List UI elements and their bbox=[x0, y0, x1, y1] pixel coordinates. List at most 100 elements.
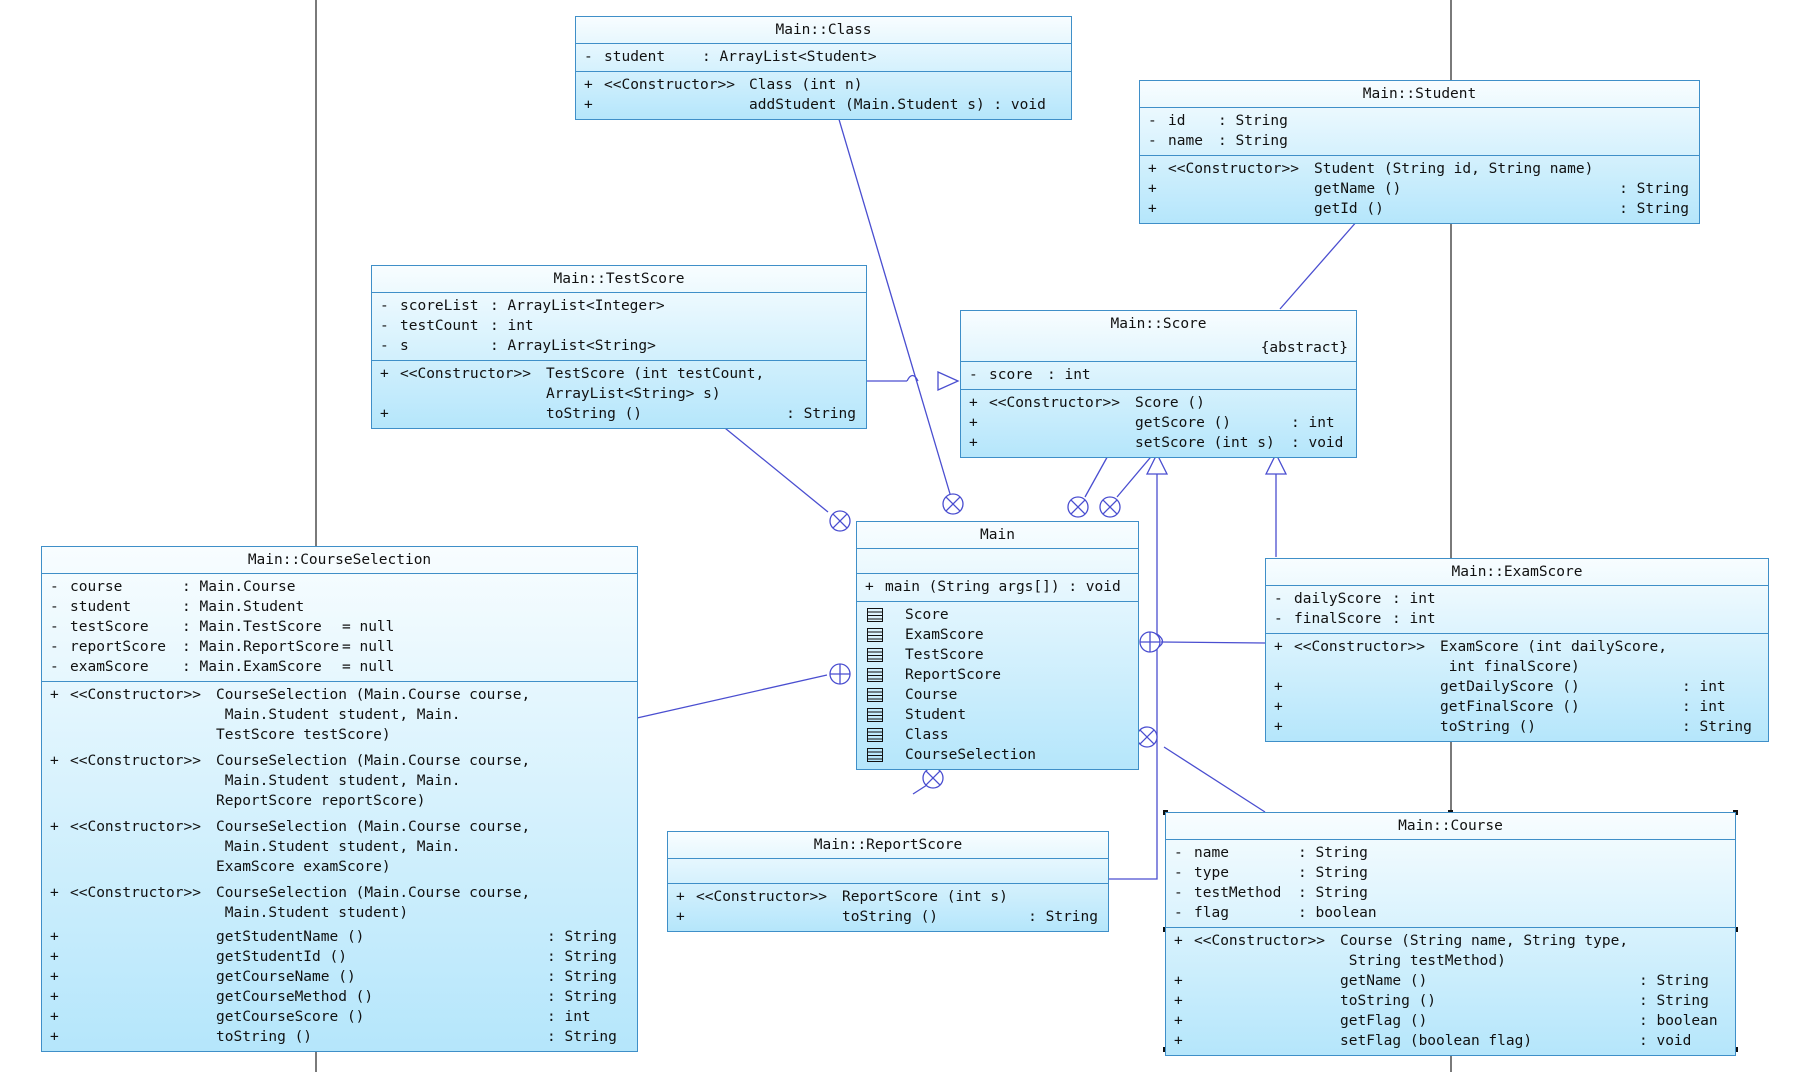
operation-row[interactable]: +<<Constructor>>Score () bbox=[969, 395, 1205, 411]
attribute-row[interactable]: -reportScore: Main.ReportScore= null bbox=[50, 639, 395, 655]
operation-row[interactable]: +setFlag (boolean flag): void bbox=[1174, 1033, 1692, 1049]
operation-row[interactable]: +getDailyScore (): int bbox=[1274, 679, 1726, 695]
nesting-marker-score-a bbox=[1067, 496, 1089, 518]
operation-row[interactable]: +getCourseScore (): int bbox=[50, 1009, 591, 1025]
nested-class-item[interactable]: ReportScore bbox=[857, 665, 1138, 685]
nested-class-item[interactable]: Student bbox=[857, 705, 1138, 725]
nesting-line-student-main[interactable] bbox=[1279, 219, 1359, 310]
operation-row[interactable]: +toString (): String bbox=[1174, 993, 1709, 1009]
nesting-line-courseselection-main[interactable] bbox=[636, 674, 828, 719]
operation-row[interactable]: +<<Constructor>>Course (String name, Str… bbox=[1174, 933, 1629, 969]
nesting-line-testscore-main[interactable] bbox=[719, 423, 829, 513]
attribute-row[interactable]: -student: ArrayList<Student> bbox=[584, 49, 877, 65]
attributes-section bbox=[857, 549, 1138, 574]
class-box-student[interactable]: Main::Student -id: String -name: String … bbox=[1139, 80, 1700, 224]
generalization-line-reportscore-score[interactable] bbox=[1108, 470, 1158, 880]
operation-row[interactable]: +<<Constructor>>CourseSelection (Main.Co… bbox=[50, 753, 531, 809]
attribute-row[interactable]: -id: String bbox=[1148, 113, 1288, 129]
operation-row[interactable]: +addStudent (Main.Student s) : void bbox=[584, 97, 1046, 113]
operation-row[interactable]: +toString (): String bbox=[50, 1029, 617, 1045]
generalization-arrowhead-testscore bbox=[937, 370, 960, 392]
operation-row[interactable]: +getCourseName (): String bbox=[50, 969, 617, 985]
operation-row[interactable]: +getFinalScore (): int bbox=[1274, 699, 1726, 715]
class-header: Main::Score{abstract} bbox=[961, 311, 1356, 362]
nesting-marker-courseselection bbox=[829, 663, 851, 685]
class-icon bbox=[867, 688, 883, 702]
class-box-courseselection[interactable]: Main::CourseSelection -course: Main.Cour… bbox=[41, 546, 638, 1052]
attribute-row[interactable]: -name: String bbox=[1148, 133, 1288, 149]
nested-class-item[interactable]: ExamScore bbox=[857, 625, 1138, 645]
generalization-arrowhead-examscore bbox=[1264, 452, 1288, 475]
nesting-marker-course bbox=[1136, 726, 1158, 748]
class-header: Main::ReportScore bbox=[668, 832, 1108, 859]
class-header: Main::Class bbox=[576, 17, 1071, 44]
operation-row[interactable]: +getStudentId (): String bbox=[50, 949, 617, 965]
operation-row[interactable]: +getStudentName (): String bbox=[50, 929, 617, 945]
class-box-examscore[interactable]: Main::ExamScore -dailyScore: int -finalS… bbox=[1265, 558, 1769, 742]
operation-row[interactable]: +getCourseMethod (): String bbox=[50, 989, 617, 1005]
attribute-row[interactable]: -testMethod: String bbox=[1174, 885, 1368, 901]
nesting-line-score-main-a[interactable] bbox=[1084, 451, 1111, 498]
attribute-row[interactable]: -course: Main.Course bbox=[50, 579, 296, 595]
operation-row[interactable]: +<<Constructor>>Student (String id, Stri… bbox=[1148, 161, 1594, 177]
operation-row[interactable]: +toString (): String bbox=[1274, 719, 1752, 735]
nested-class-item[interactable]: Course bbox=[857, 685, 1138, 705]
operation-row[interactable]: +getScore (): int bbox=[969, 415, 1335, 431]
operations-section: +<<Constructor>>Class (int n) +addStuden… bbox=[576, 72, 1071, 119]
attribute-row[interactable]: -type: String bbox=[1174, 865, 1368, 881]
operation-row[interactable]: +<<Constructor>>ReportScore (int s) bbox=[676, 889, 1008, 905]
class-box-main[interactable]: Main +main (String args[]) : void Score … bbox=[856, 521, 1139, 770]
nesting-line-class-main[interactable] bbox=[837, 115, 954, 505]
attribute-row[interactable]: -flag: boolean bbox=[1174, 905, 1377, 921]
class-box-score[interactable]: Main::Score{abstract} -score: int +<<Con… bbox=[960, 310, 1357, 458]
operation-row[interactable]: +<<Constructor>>TestScore (int testCount… bbox=[380, 366, 765, 402]
class-header: Main bbox=[857, 522, 1138, 549]
operation-row[interactable]: +toString (): String bbox=[380, 406, 856, 422]
class-header: Main::CourseSelection bbox=[42, 547, 637, 574]
attribute-row[interactable]: -dailyScore: int bbox=[1274, 591, 1436, 607]
nested-class-item[interactable]: TestScore bbox=[857, 645, 1138, 665]
class-box-course[interactable]: Main::Course -name: String -type: String… bbox=[1165, 812, 1736, 1056]
operation-row[interactable]: +<<Constructor>>CourseSelection (Main.Co… bbox=[50, 885, 531, 921]
attributes-section bbox=[668, 859, 1108, 884]
operations-section: +<<Constructor>>Course (String name, Str… bbox=[1166, 928, 1735, 1055]
attribute-row[interactable]: -scoreList: ArrayList<Integer> bbox=[380, 298, 665, 314]
attribute-row[interactable]: -testCount: int bbox=[380, 318, 534, 334]
attribute-row[interactable]: -finalScore: int bbox=[1274, 611, 1436, 627]
operation-row[interactable]: +<<Constructor>>CourseSelection (Main.Co… bbox=[50, 687, 531, 743]
nesting-marker-class bbox=[942, 493, 964, 515]
class-box-testscore[interactable]: Main::TestScore -scoreList: ArrayList<In… bbox=[371, 265, 867, 429]
operations-section: +<<Constructor>>CourseSelection (Main.Co… bbox=[42, 682, 637, 1051]
operation-row[interactable]: +getId (): String bbox=[1148, 201, 1689, 217]
attribute-row[interactable]: -s: ArrayList<String> bbox=[380, 338, 656, 354]
nesting-line-course-main[interactable] bbox=[1163, 746, 1266, 813]
operation-row[interactable]: +toString (): String bbox=[676, 909, 1098, 925]
attribute-row[interactable]: -student: Main.Student bbox=[50, 599, 305, 615]
attributes-section: -scoreList: ArrayList<Integer> -testCoun… bbox=[372, 293, 866, 361]
nesting-line-reportscore-main[interactable] bbox=[912, 784, 928, 795]
operation-row[interactable]: +main (String args[]) : void bbox=[865, 579, 1121, 595]
nested-class-item[interactable]: Class bbox=[857, 725, 1138, 745]
nesting-line-examscore-main[interactable] bbox=[1160, 641, 1266, 644]
operations-section: +<<Constructor>>ReportScore (int s) +toS… bbox=[668, 884, 1108, 931]
operation-row[interactable]: +<<Constructor>>Class (int n) bbox=[584, 77, 863, 93]
class-name: Main::Course bbox=[1398, 818, 1503, 834]
attribute-row[interactable]: -testScore: Main.TestScore= null bbox=[50, 619, 395, 635]
nested-class-item[interactable]: Score bbox=[857, 605, 1138, 625]
class-header: Main::Course bbox=[1166, 813, 1735, 840]
operation-row[interactable]: +<<Constructor>>ExamScore (int dailyScor… bbox=[1274, 639, 1667, 675]
operation-row[interactable]: +setScore (int s): void bbox=[969, 435, 1344, 451]
operation-row[interactable]: +getName (): String bbox=[1174, 973, 1709, 989]
attribute-row[interactable]: -examScore: Main.ExamScore= null bbox=[50, 659, 395, 675]
nesting-line-score-main-b[interactable] bbox=[1116, 451, 1156, 498]
operation-row[interactable]: +getName (): String bbox=[1148, 181, 1689, 197]
attribute-row[interactable]: -score: int bbox=[969, 367, 1091, 383]
nested-class-item[interactable]: CourseSelection bbox=[857, 745, 1138, 765]
class-box-reportscore[interactable]: Main::ReportScore +<<Constructor>>Report… bbox=[667, 831, 1109, 932]
class-box-class[interactable]: Main::Class -student: ArrayList<Student>… bbox=[575, 16, 1072, 120]
attributes-section: -id: String -name: String bbox=[1140, 108, 1699, 156]
operation-row[interactable]: +getFlag (): boolean bbox=[1174, 1013, 1718, 1029]
attribute-row[interactable]: -name: String bbox=[1174, 845, 1368, 861]
nesting-marker-reportscore bbox=[922, 767, 944, 789]
operation-row[interactable]: +<<Constructor>>CourseSelection (Main.Co… bbox=[50, 819, 531, 875]
